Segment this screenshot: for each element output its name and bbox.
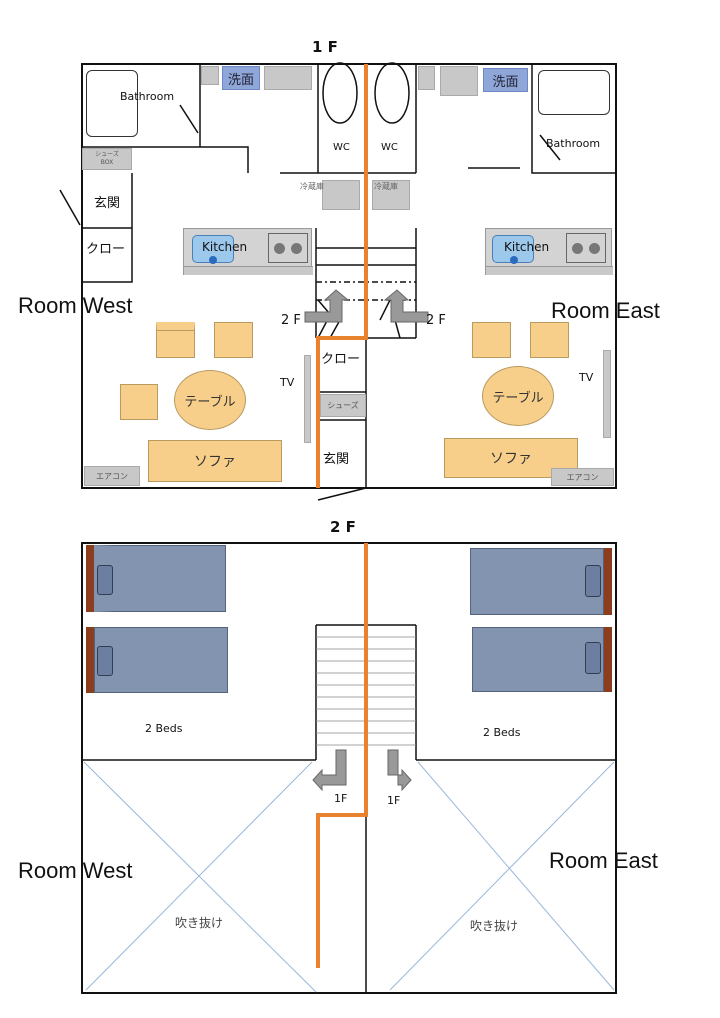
- kitchen-counter-west: Kitchen: [183, 228, 313, 275]
- stair-steps-1f: [317, 299, 417, 339]
- fridge-west: [322, 180, 360, 210]
- headboard-west-1: [86, 545, 94, 612]
- chair-east-1: [472, 322, 511, 358]
- pillow-icon: [97, 646, 113, 676]
- floor2-outline: [81, 542, 617, 994]
- chair-west-1: [156, 322, 195, 358]
- unit-divider: [316, 64, 368, 968]
- washer-east: [440, 66, 478, 96]
- stove-east: [566, 233, 606, 263]
- washbasin-west: 洗面: [222, 66, 260, 90]
- pillow-icon: [97, 565, 113, 595]
- chair-west-side: [120, 384, 158, 420]
- sofa-west: ソファ: [148, 440, 282, 482]
- floor1-title: 1 F: [312, 38, 338, 56]
- bathtub-west: [86, 70, 138, 137]
- wc-label-east: WC: [381, 142, 398, 153]
- room-east-label-1f: Room East: [551, 298, 660, 323]
- pillow-icon: [585, 565, 601, 597]
- floor1-outline: [81, 63, 617, 489]
- closet-label-east: クロー: [321, 352, 361, 367]
- table-west: テーブル: [174, 370, 246, 430]
- void-label-west: 吹き抜け: [175, 916, 224, 930]
- stairs-up-label-west: 2 F: [281, 313, 301, 328]
- shelf-west: [201, 66, 219, 85]
- fridge-label-west: 冷蔵庫: [300, 182, 324, 191]
- bed-west-2: [94, 627, 228, 693]
- shoes-box-label: シューズ: [95, 151, 119, 158]
- stairs-down-label-east: 1F: [387, 794, 401, 807]
- sink-east: [492, 235, 534, 263]
- closet-label-west: クロー: [86, 242, 126, 257]
- fridge-east: [372, 180, 410, 210]
- stove-west: [268, 233, 308, 263]
- floor2-title: 2 F: [330, 518, 356, 536]
- tv-label-west: TV: [280, 376, 295, 389]
- chair-west-2: [214, 322, 253, 358]
- fridge-label-east: 冷蔵庫: [374, 182, 398, 191]
- kitchen-label-east: Kitchen: [504, 240, 550, 254]
- room-east-label-2f: Room East: [549, 848, 658, 873]
- washbasin-east: 洗面: [483, 68, 528, 92]
- stairs-down-label-west: 1F: [334, 792, 348, 805]
- shoes-box-sub-label: BOX: [100, 159, 114, 166]
- kitchen-label-west: Kitchen: [202, 240, 248, 254]
- genkan-label-east: 玄関: [323, 452, 350, 467]
- room-west-label-2f: Room West: [18, 858, 133, 883]
- tv-label-east: TV: [579, 371, 594, 384]
- bathtub-east: [538, 70, 610, 115]
- headboard-west-2: [86, 627, 94, 693]
- beds-label-west: 2 Beds: [145, 722, 183, 735]
- bed-west-1: [94, 545, 226, 612]
- void-diagonals: [83, 761, 615, 993]
- genkan-label-west: 玄関: [94, 196, 121, 211]
- beds-label-east: 2 Beds: [483, 726, 521, 739]
- stair-arrows: [304, 289, 429, 792]
- drain-icon: [510, 256, 518, 264]
- pillow-icon: [585, 642, 601, 674]
- table-east: テーブル: [482, 366, 554, 426]
- bathroom-label-west: Bathroom: [120, 90, 175, 103]
- bed-east-1: [470, 548, 604, 615]
- floor1-walls: [59, 64, 616, 501]
- bathroom-label-east: Bathroom: [546, 137, 601, 150]
- shelf-east: [418, 66, 435, 90]
- tv-east: [603, 350, 611, 438]
- room-west-label-1f: Room West: [18, 293, 133, 318]
- bed-east-2: [472, 627, 604, 692]
- headboard-east-2: [604, 627, 612, 692]
- stairs-up-label-east: 2 F: [426, 313, 446, 328]
- wc-label-west: WC: [333, 142, 350, 153]
- headboard-east-1: [604, 548, 612, 615]
- toilets: [322, 62, 410, 124]
- tv-west: [304, 355, 311, 443]
- kitchen-counter-east: Kitchen: [485, 228, 613, 275]
- washer-west: [264, 66, 312, 90]
- aircon-east: エアコン: [551, 468, 614, 486]
- chair-east-2: [530, 322, 569, 358]
- drain-icon: [209, 256, 217, 264]
- shoes-east: シューズ: [320, 394, 366, 417]
- void-label-east: 吹き抜け: [470, 919, 519, 933]
- aircon-west: エアコン: [84, 466, 140, 486]
